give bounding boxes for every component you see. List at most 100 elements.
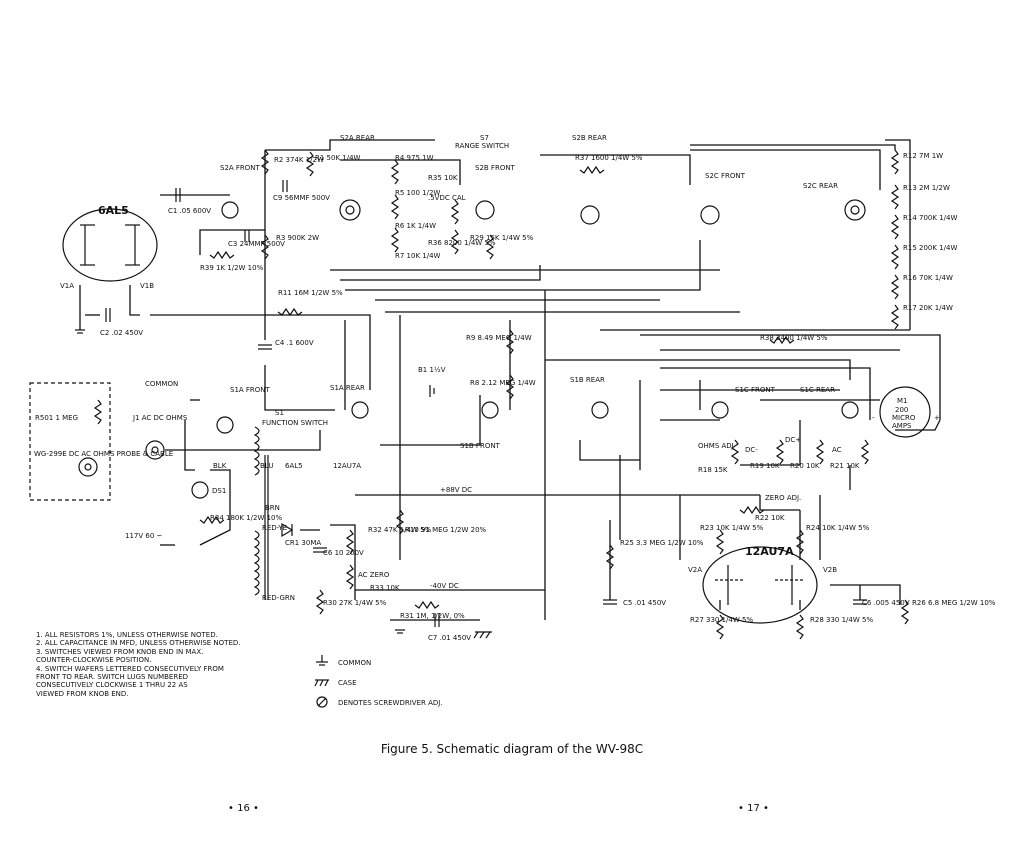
c5-label: C5 .01 450V <box>623 599 666 607</box>
s7-label: S7 <box>480 134 489 142</box>
ground-icon <box>312 655 332 671</box>
v1b-label: V1B <box>140 282 154 290</box>
s2a-front-label: S2A FRONT <box>220 164 261 172</box>
r23-label: R23 10K 1/4W 5% <box>700 524 764 532</box>
s1-label: S1 <box>275 409 284 417</box>
cr1-label: CR1 30MA <box>285 539 321 547</box>
note-line: 3. SWITCHES VIEWED FROM KNOB END IN MAX. <box>36 647 204 656</box>
heater-12au7a-label: 12AU7A <box>333 462 361 470</box>
function-switch-label: FUNCTION SWITCH <box>262 419 328 427</box>
dc-plus-label: DC+ <box>785 436 801 444</box>
r15-label: R15 200K 1/4W <box>903 244 957 252</box>
b1-label: B1 1½V <box>418 366 446 374</box>
r2-label: R2 374K 1/2W <box>274 156 324 164</box>
r35-label: R35 10K <box>428 174 458 182</box>
range-switch-label: RANGE SWITCH <box>455 142 509 150</box>
blk-label: BLK <box>213 462 227 470</box>
tube-12au7a: 12AU7A V2A V2B <box>688 545 837 624</box>
r14-label: R14 700K 1/4W <box>903 214 957 222</box>
red-grn-label: RED-GRN <box>262 594 295 602</box>
j1-label: J1 AC DC OHMS <box>132 414 188 422</box>
r34-label: R34 180K 1/2W 10% <box>210 514 282 522</box>
tube-12au7a-label: 12AU7A <box>745 545 794 558</box>
blu-label: BLU <box>260 462 273 470</box>
r21-label: R21 10K <box>830 462 860 470</box>
c1-label: C1 .05 600V <box>168 207 211 215</box>
r31-label: R31 1M, 1/2W, 0% <box>400 612 465 620</box>
c9-label: C9 56MMF 500V <box>273 194 330 202</box>
s2b-rear-label: S2B REAR <box>572 134 607 142</box>
r17-label: R17 20K 1/4W <box>903 304 953 312</box>
s1a-rear-label: S1A REAR <box>330 384 365 392</box>
svg-text:200: 200 <box>895 406 908 414</box>
r22-label: R22 10K <box>755 514 785 522</box>
svg-text:+: + <box>934 414 940 422</box>
r501-label: R501 1 MEG <box>35 414 78 422</box>
c7-label: C7 .01 450V <box>428 634 471 642</box>
ac-label: AC <box>832 446 842 454</box>
s2c-front-label: S2C FRONT <box>705 172 746 180</box>
minus40-label: -40V DC <box>430 582 459 590</box>
c3-label: C3 24MMF 500V <box>228 240 285 248</box>
common-label: COMMON <box>145 380 178 388</box>
figure-caption: Figure 5. Schematic diagram of the WV-98… <box>380 742 644 756</box>
r8-label: R8 2.12 MEG 1/4W <box>470 379 536 387</box>
heater-6al5-label: 6AL5 <box>285 462 303 470</box>
r6-label: R6 1K 1/4W <box>395 222 436 230</box>
note-line: 2. ALL CAPACITANCE IN MFD, UNLESS OTHERW… <box>36 639 241 648</box>
r13-label: R13 2M 1/2W <box>903 184 950 192</box>
note-line: COUNTER-CLOCKWISE POSITION. <box>36 656 152 665</box>
r26-label: R26 6.8 MEG 1/2W 10% <box>912 599 996 607</box>
r7-label: R7 10K 1/4W <box>395 252 441 260</box>
svg-text:AMPS: AMPS <box>892 422 912 430</box>
v2b-label: V2B <box>823 566 837 574</box>
s1a-front-label: S1A FRONT <box>230 386 271 394</box>
switch-wafers <box>216 199 866 434</box>
s2c-rear-label: S2C REAR <box>803 182 838 190</box>
r37-label: R37 1600 1/4W 5% <box>575 154 643 162</box>
note-line: 1. ALL RESISTORS 1%, UNLESS OTHERWISE NO… <box>36 631 218 639</box>
tube-6al5-label: 6AL5 <box>98 204 129 217</box>
legend-screwdriver-text: DENOTES SCREWDRIVER ADJ. <box>338 699 443 707</box>
probe-label: WG-299E DC AC OHMS PROBE & CABLE <box>34 450 173 458</box>
capacitors <box>105 180 867 627</box>
c2-label: C2 .02 450V <box>100 329 143 337</box>
r29-label: R29 15K 1/4W 5% <box>470 234 534 242</box>
r24-label: R24 10K 1/4W 5% <box>806 524 870 532</box>
dc-minus-label: DC- <box>745 446 758 454</box>
plus88-label: +88V DC <box>440 486 472 494</box>
legend-row-case: CASE <box>312 673 443 693</box>
tube-6al5: 6AL5 V1A V1B <box>60 204 158 290</box>
r27-label: R27 330 1/4W 5% <box>690 616 753 624</box>
r5-label: R5 100 1/2W <box>395 189 440 197</box>
notes-block: 1. ALL RESISTORS 1%, UNLESS OTHERWISE NO… <box>36 631 286 698</box>
r11-label: R11 16M 1/2W 5% <box>278 289 343 297</box>
brn-label: BRN <box>265 504 280 512</box>
resistors <box>93 149 910 640</box>
note-line: 4. SWITCH WAFERS LETTERED CONSECUTIVELY … <box>36 664 224 673</box>
red-ye-label: RED-YE <box>262 524 287 532</box>
r38-label: R38 2400 1/4W 5% <box>760 334 828 342</box>
r4-label: R4 975 1W <box>395 154 434 162</box>
legend-row-screwdriver: DENOTES SCREWDRIVER ADJ. <box>312 693 443 713</box>
cal-label: .5VDC CAL <box>428 194 466 202</box>
ds1-label: DS1 <box>212 487 226 495</box>
page-number-right: • 17 • <box>738 803 769 814</box>
legend-common-text: COMMON <box>338 659 372 667</box>
r9-label: R9 8.49 MEG 1/4W <box>466 334 532 342</box>
r20-label: R20 10K <box>790 462 820 470</box>
ohms-adj-label: OHMS ADJ <box>698 442 734 450</box>
ac-zero-label: AC ZERO <box>358 571 390 579</box>
zero-adj-label: ZERO ADJ. <box>765 494 801 502</box>
c6-label: C6 10 200V <box>323 549 364 557</box>
r30-label: R30 27K 1/4W 5% <box>323 599 387 607</box>
c4-label: C4 .1 600V <box>275 339 314 347</box>
note-line: CONSECUTIVELY CLOCKWISE 1 THRU 22 AS <box>36 681 188 690</box>
diagram-labels: S7 RANGE SWITCH S2A REAR S2A FRONT S2B F… <box>34 134 996 642</box>
note-line: FRONT TO REAR. SWITCH LUGS NUMBERED <box>36 673 189 682</box>
legend-case-text: CASE <box>338 679 357 687</box>
note-line: VIEWED FROM KNOB END. <box>36 689 129 698</box>
r10-label: R10 91 MEG 1/2W 20% <box>405 526 487 534</box>
